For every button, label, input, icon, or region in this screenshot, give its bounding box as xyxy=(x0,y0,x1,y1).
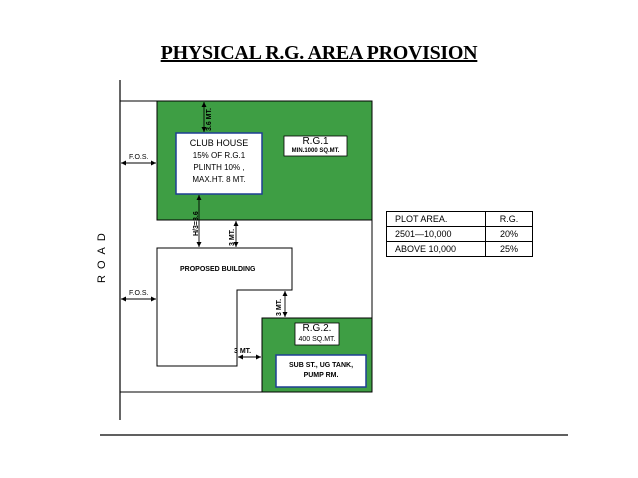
rg2-sub-label: 400 SQ.MT. xyxy=(298,336,336,343)
table-header-row: PLOT AREA. R.G. xyxy=(386,211,533,227)
dim-h3-label: H/3=3.6 xyxy=(193,211,200,236)
dim-36-label: 3.6 MT. xyxy=(206,108,213,131)
club-house-line4: MAX.HT. 8 MT. xyxy=(192,175,246,184)
table-cell: 20% xyxy=(485,226,533,242)
rg2-label-box xyxy=(294,322,340,346)
rg1-label-box xyxy=(283,135,348,157)
proposed-building-outline xyxy=(156,247,293,367)
plot-area-table: PLOT AREA. R.G. 2501—10,000 20% ABOVE 10… xyxy=(386,211,533,257)
substation-line2: PUMP RM. xyxy=(303,372,339,379)
club-house-line3: PLINTH 10% , xyxy=(193,163,245,172)
table-row: ABOVE 10,000 25% xyxy=(386,241,533,257)
club-house-box xyxy=(175,132,263,195)
substation-box xyxy=(275,354,367,388)
table-header-cell: PLOT AREA. xyxy=(386,211,486,227)
proposed-building-label: PROPOSED BUILDING xyxy=(180,266,256,273)
table-cell: ABOVE 10,000 xyxy=(386,241,486,257)
rg2-label: R.G.2. xyxy=(302,323,332,334)
rg1-label: R.G.1 xyxy=(302,136,329,147)
table-cell: 2501—10,000 xyxy=(386,226,486,242)
diagram-title: PHYSICAL R.G. AREA PROVISION xyxy=(160,42,478,64)
table-header-cell: R.G. xyxy=(485,211,533,227)
dim-3b-label: 3 MT. xyxy=(276,298,283,316)
road-label: ROAD xyxy=(96,227,108,283)
substation-line1: SUB ST., UG TANK, xyxy=(288,362,354,369)
fos-bottom-label: F.O.S. xyxy=(129,290,149,297)
club-house-title: CLUB HOUSE xyxy=(189,138,249,148)
fos-top-label: F.O.S. xyxy=(129,154,149,161)
table-cell: 25% xyxy=(485,241,533,257)
table-row: 2501—10,000 20% xyxy=(386,226,533,242)
rg1-sub-label: MIN.1000 SQ.MT. xyxy=(291,148,340,154)
club-house-line2: 15% OF R.G.1 xyxy=(192,151,246,160)
dim-3c-label: 3 MT. xyxy=(234,348,252,355)
dim-3a-label: 3 MT. xyxy=(229,228,236,246)
